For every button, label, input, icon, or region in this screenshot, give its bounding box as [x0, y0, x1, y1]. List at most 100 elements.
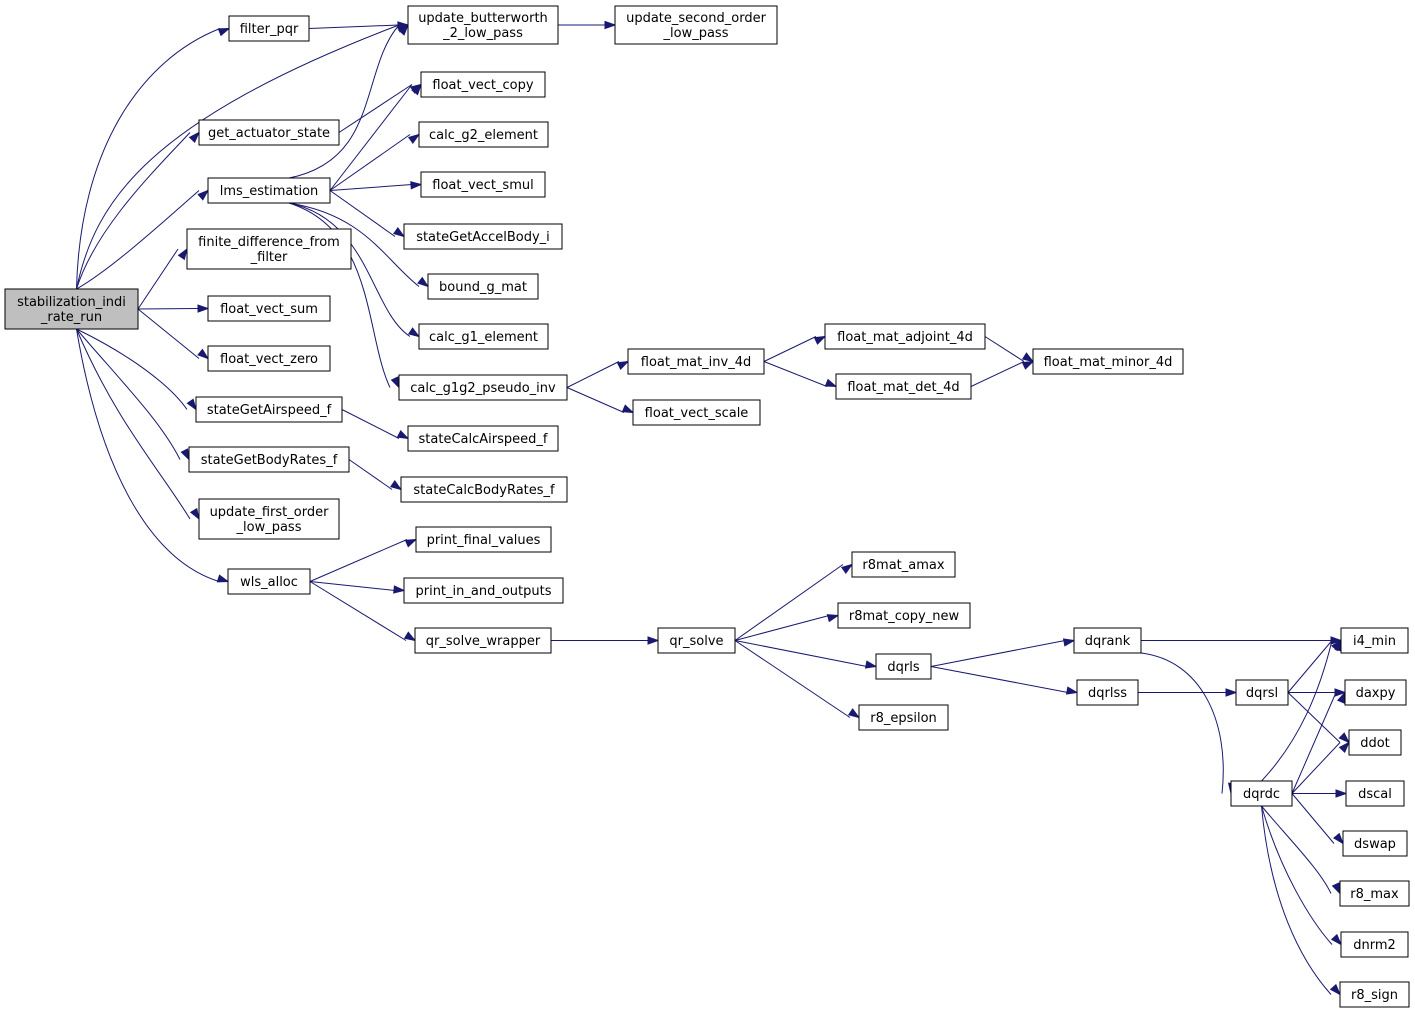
node-float_vect_sum[interactable]: float_vect_sum	[207, 295, 331, 322]
node-box[interactable]	[188, 446, 350, 473]
node-bound_g_mat[interactable]: bound_g_mat	[427, 273, 539, 300]
node-float_mat_det_4d[interactable]: float_mat_det_4d	[835, 373, 972, 400]
node-dswap[interactable]: dswap	[1342, 830, 1408, 857]
node-r8_sign[interactable]: r8_sign	[1339, 981, 1410, 1008]
node-dnrm2[interactable]: dnrm2	[1340, 931, 1409, 958]
node-box[interactable]	[198, 498, 340, 540]
node-r8_epsilon[interactable]: r8_epsilon	[858, 704, 949, 731]
node-box[interactable]	[858, 704, 949, 731]
node-label: dqrdc	[1243, 787, 1280, 802]
node-box[interactable]	[228, 15, 310, 42]
node-label: r8_epsilon	[870, 711, 937, 726]
node-box[interactable]	[4, 288, 139, 330]
node-finite_difference_from_filter[interactable]: finite_difference_from_filter	[186, 228, 352, 270]
node-box[interactable]	[420, 71, 546, 98]
node-box[interactable]	[198, 119, 340, 146]
node-filter_pqr[interactable]: filter_pqr	[228, 15, 310, 42]
node-box[interactable]	[420, 171, 546, 198]
node-box[interactable]	[403, 577, 564, 604]
node-i4_min[interactable]: i4_min	[1340, 627, 1409, 654]
node-ddot[interactable]: ddot	[1348, 729, 1402, 756]
node-lms_estimation[interactable]: lms_estimation	[207, 177, 331, 204]
node-box[interactable]	[1342, 830, 1408, 857]
node-box[interactable]	[1073, 627, 1142, 654]
node-stateCalcBodyRates_f[interactable]: stateCalcBodyRates_f	[400, 476, 568, 503]
node-box[interactable]	[824, 323, 986, 350]
node-qr_solve[interactable]: qr_solve	[657, 627, 736, 654]
node-update_second_order_low_pass[interactable]: update_second_order_low_pass	[614, 5, 778, 45]
node-box[interactable]	[627, 348, 765, 375]
node-float_mat_minor_4d[interactable]: float_mat_minor_4d	[1032, 348, 1184, 375]
node-box[interactable]	[403, 223, 563, 250]
node-box[interactable]	[207, 177, 331, 204]
node-print_final_values[interactable]: print_final_values	[415, 526, 552, 553]
node-stabilization_indi_rate_run[interactable]: stabilization_indi_rate_run	[4, 288, 139, 330]
node-dqrank[interactable]: dqrank	[1073, 627, 1142, 654]
node-box[interactable]	[407, 5, 559, 45]
node-stateGetAccelBody_i[interactable]: stateGetAccelBody_i	[403, 223, 563, 250]
node-calc_g1g2_pseudo_inv[interactable]: calc_g1g2_pseudo_inv	[398, 374, 568, 401]
node-box[interactable]	[1230, 780, 1293, 807]
node-float_vect_smul[interactable]: float_vect_smul	[420, 171, 546, 198]
edge-dqrdc-to-daxpy	[1291, 692, 1337, 794]
node-box[interactable]	[207, 295, 331, 322]
node-float_vect_copy[interactable]: float_vect_copy	[420, 71, 546, 98]
node-box[interactable]	[875, 653, 932, 680]
node-box[interactable]	[1076, 679, 1139, 706]
node-box[interactable]	[632, 399, 761, 426]
node-dqrls[interactable]: dqrls	[875, 653, 932, 680]
node-box[interactable]	[407, 425, 559, 452]
node-box[interactable]	[418, 121, 549, 148]
node-box[interactable]	[835, 373, 972, 400]
node-stateGetAirspeed_f[interactable]: stateGetAirspeed_f	[195, 396, 343, 423]
node-float_mat_inv_4d[interactable]: float_mat_inv_4d	[627, 348, 765, 375]
node-r8_max[interactable]: r8_max	[1339, 880, 1410, 907]
node-box[interactable]	[1345, 780, 1405, 807]
node-box[interactable]	[657, 627, 736, 654]
node-daxpy[interactable]: daxpy	[1344, 679, 1407, 706]
node-box[interactable]	[400, 476, 568, 503]
node-float_mat_adjoint_4d[interactable]: float_mat_adjoint_4d	[824, 323, 986, 350]
node-box[interactable]	[1339, 880, 1410, 907]
node-calc_g2_element[interactable]: calc_g2_element	[418, 121, 549, 148]
node-box[interactable]	[1339, 981, 1410, 1008]
node-box[interactable]	[418, 323, 549, 350]
node-box[interactable]	[427, 273, 539, 300]
node-wls_alloc[interactable]: wls_alloc	[227, 568, 311, 595]
node-dqrdc[interactable]: dqrdc	[1230, 780, 1293, 807]
node-box[interactable]	[614, 5, 778, 45]
node-stateCalcAirspeed_f[interactable]: stateCalcAirspeed_f	[407, 425, 559, 452]
node-box[interactable]	[1235, 679, 1289, 706]
node-dqrlss[interactable]: dqrlss	[1076, 679, 1139, 706]
node-qr_solve_wrapper[interactable]: qr_solve_wrapper	[414, 627, 552, 654]
node-calc_g1_element[interactable]: calc_g1_element	[418, 323, 549, 350]
node-float_vect_zero[interactable]: float_vect_zero	[207, 345, 331, 372]
node-print_in_and_outputs[interactable]: print_in_and_outputs	[403, 577, 564, 604]
node-box[interactable]	[414, 627, 552, 654]
node-r8mat_amax[interactable]: r8mat_amax	[851, 551, 956, 578]
node-box[interactable]	[227, 568, 311, 595]
node-update_first_order_low_pass[interactable]: update_first_order_low_pass	[198, 498, 340, 540]
node-label: stateCalcAirspeed_f	[419, 432, 548, 447]
arrowhead-qr_solve_wrapper-to-qr_solve	[647, 636, 660, 645]
node-get_actuator_state[interactable]: get_actuator_state	[198, 119, 340, 146]
node-box[interactable]	[837, 602, 971, 629]
node-r8mat_copy_new[interactable]: r8mat_copy_new	[837, 602, 971, 629]
node-box[interactable]	[398, 374, 568, 401]
node-box[interactable]	[415, 526, 552, 553]
node-box[interactable]	[186, 228, 352, 270]
node-box[interactable]	[1032, 348, 1184, 375]
node-box[interactable]	[1348, 729, 1402, 756]
node-box[interactable]	[207, 345, 331, 372]
node-label: float_vect_sum	[220, 302, 318, 317]
node-stateGetBodyRates_f[interactable]: stateGetBodyRates_f	[188, 446, 350, 473]
node-box[interactable]	[1344, 679, 1407, 706]
node-dscal[interactable]: dscal	[1345, 780, 1405, 807]
node-dqrsl[interactable]: dqrsl	[1235, 679, 1289, 706]
node-box[interactable]	[1340, 627, 1409, 654]
node-box[interactable]	[1340, 931, 1409, 958]
node-box[interactable]	[851, 551, 956, 578]
node-box[interactable]	[195, 396, 343, 423]
node-float_vect_scale[interactable]: float_vect_scale	[632, 399, 761, 426]
node-update_butterworth_2_low_pass[interactable]: update_butterworth_2_low_pass	[407, 5, 559, 45]
